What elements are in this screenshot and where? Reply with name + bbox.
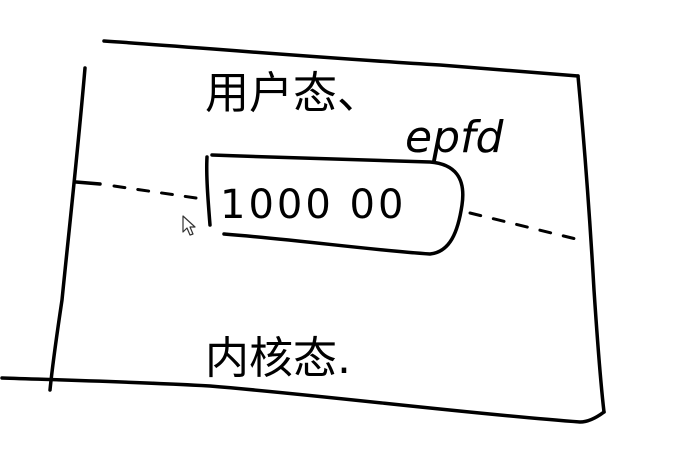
boundary-dashed-line bbox=[74, 180, 582, 242]
boundary-box-label: 1000 00 bbox=[220, 182, 406, 228]
top-region-latin-label: epfd bbox=[405, 112, 504, 163]
arrow-pointer-icon bbox=[182, 215, 196, 236]
top-region-label: 用户态、 bbox=[205, 68, 381, 119]
outer-frame bbox=[0, 39, 606, 424]
boundary-box bbox=[204, 153, 465, 256]
bottom-region-label: 内核态. bbox=[205, 333, 351, 384]
